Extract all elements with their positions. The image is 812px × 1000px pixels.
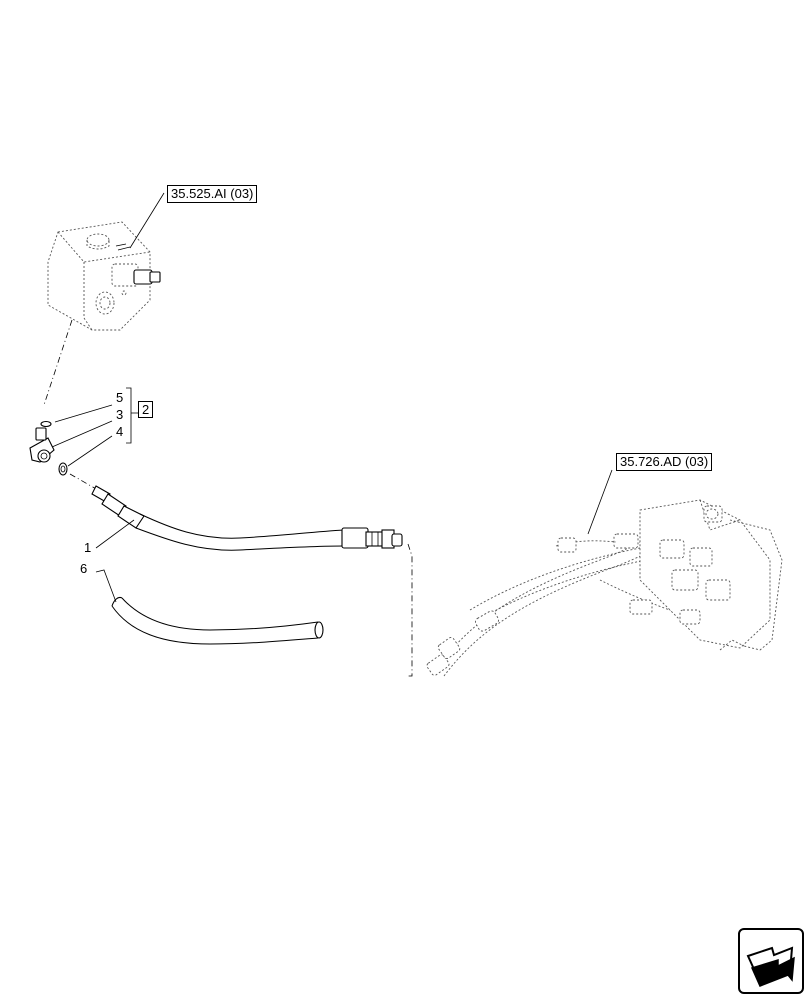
valve-block: [47, 221, 161, 331]
hose-assembly: [91, 485, 403, 551]
callout-item-5: 5: [116, 390, 124, 405]
kit-reference-box: 2: [138, 401, 154, 418]
callout-item-6: 6: [80, 561, 88, 576]
seal-ring: [58, 462, 68, 476]
elbow-fitting: [29, 427, 55, 463]
upper-ref-leader: [129, 192, 165, 249]
remote-valve-assembly: [426, 499, 783, 677]
item-5-leader: [54, 404, 113, 423]
fitting-center-line: [69, 473, 99, 491]
o-ring: [40, 420, 52, 428]
item-6-leader: [95, 569, 117, 603]
item-3-leader: [51, 420, 113, 448]
callout-item-1: 1: [84, 540, 92, 555]
callout-item-3: 3: [116, 407, 124, 422]
upper-center-line: [43, 319, 73, 406]
hose-sleeve: [111, 596, 324, 645]
lower-center-line: [406, 543, 413, 677]
right-ref-leader: [587, 469, 613, 535]
callout-item-4: 4: [116, 424, 124, 439]
item-1-leader: [95, 519, 135, 549]
item-4-leader: [67, 435, 113, 467]
upper-reference-label: 35.525.AI (03): [167, 185, 258, 203]
next-page-arrow-icon[interactable]: [738, 928, 804, 994]
kit-bracket: [126, 387, 138, 444]
right-reference-label: 35.726.AD (03): [616, 453, 713, 471]
